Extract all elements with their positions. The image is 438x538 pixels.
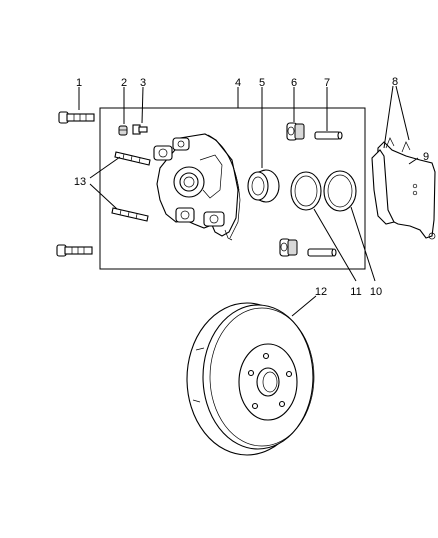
brake-pads <box>371 137 436 240</box>
callout-labels: 1 2 3 4 5 6 7 8 9 10 11 12 13 <box>74 76 429 298</box>
callout-9: 9 <box>423 151 429 163</box>
piston-seal <box>290 171 322 211</box>
callout-10: 10 <box>370 286 382 298</box>
leader-lines <box>78 85 419 317</box>
callout-13: 13 <box>74 176 86 188</box>
callout-7: 7 <box>324 77 330 89</box>
callout-2: 2 <box>121 77 127 89</box>
callout-11: 11 <box>350 286 361 298</box>
sleeve-lower <box>307 248 337 257</box>
callout-3: 3 <box>140 77 146 89</box>
bleeder-screw <box>132 124 148 135</box>
caliper-housing <box>153 133 241 241</box>
callout-6: 6 <box>291 77 297 89</box>
callout-8: 8 <box>392 76 398 88</box>
piston <box>247 169 280 203</box>
pin-lower <box>111 207 149 222</box>
dust-boot <box>323 170 357 212</box>
guide-bolt-upper <box>58 111 95 124</box>
bushing-lower <box>279 238 298 257</box>
pin-upper <box>114 151 151 166</box>
bleeder-cap <box>118 125 128 136</box>
callout-5: 5 <box>259 77 265 89</box>
sleeve-upper <box>314 131 343 140</box>
callout-1: 1 <box>76 77 82 89</box>
callout-12: 12 <box>315 286 327 298</box>
guide-bolt-lower <box>56 244 93 257</box>
brake-rotor <box>186 302 315 456</box>
caliper-assembly-box <box>99 107 366 270</box>
callout-4: 4 <box>235 77 241 89</box>
bushing-upper <box>286 122 305 141</box>
